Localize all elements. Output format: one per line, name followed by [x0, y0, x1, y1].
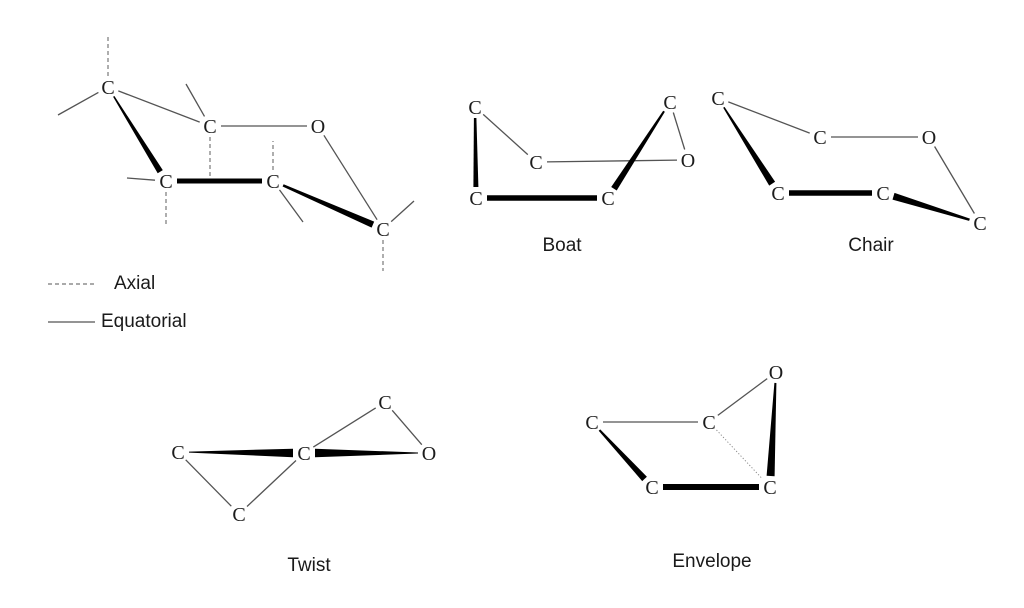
- atom-label-c: C: [711, 88, 724, 110]
- atom-label-c: C: [159, 171, 172, 193]
- atom-label-c: C: [813, 127, 826, 149]
- atom-label-c: C: [663, 92, 676, 114]
- atom-label-c: C: [232, 504, 245, 526]
- atom-label-o: O: [311, 116, 325, 138]
- atom-label-c: C: [468, 97, 481, 119]
- legend-axial-label: Axial: [114, 273, 156, 294]
- atom-label-c: C: [702, 412, 715, 434]
- atom-label-o: O: [681, 150, 695, 172]
- atom-label-c: C: [297, 443, 310, 465]
- atom-label-c: C: [378, 392, 391, 414]
- atom-label-o: O: [922, 127, 936, 149]
- chair-label: Chair: [848, 235, 894, 256]
- envelope-label: Envelope: [672, 551, 752, 572]
- atom-label-c: C: [973, 213, 986, 235]
- atom-label-c: C: [203, 116, 216, 138]
- atom-label-c: C: [529, 152, 542, 174]
- atom-label-c: C: [645, 477, 658, 499]
- boat-label: Boat: [542, 235, 582, 256]
- atom-label-c: C: [771, 183, 784, 205]
- atom-label-c: C: [469, 188, 482, 210]
- atom-label-c: C: [601, 188, 614, 210]
- atom-label-c: C: [585, 412, 598, 434]
- atom-label-c: C: [266, 171, 279, 193]
- atom-label-c: C: [101, 77, 114, 99]
- atom-label-c: C: [763, 477, 776, 499]
- atom-label-o: O: [769, 362, 783, 384]
- legend-equatorial-label: Equatorial: [101, 311, 187, 332]
- atom-label-c: C: [376, 219, 389, 241]
- twist-label: Twist: [287, 555, 331, 576]
- atom-label-o: O: [422, 443, 436, 465]
- atom-label-c: C: [171, 442, 184, 464]
- atom-label-c: C: [876, 183, 889, 205]
